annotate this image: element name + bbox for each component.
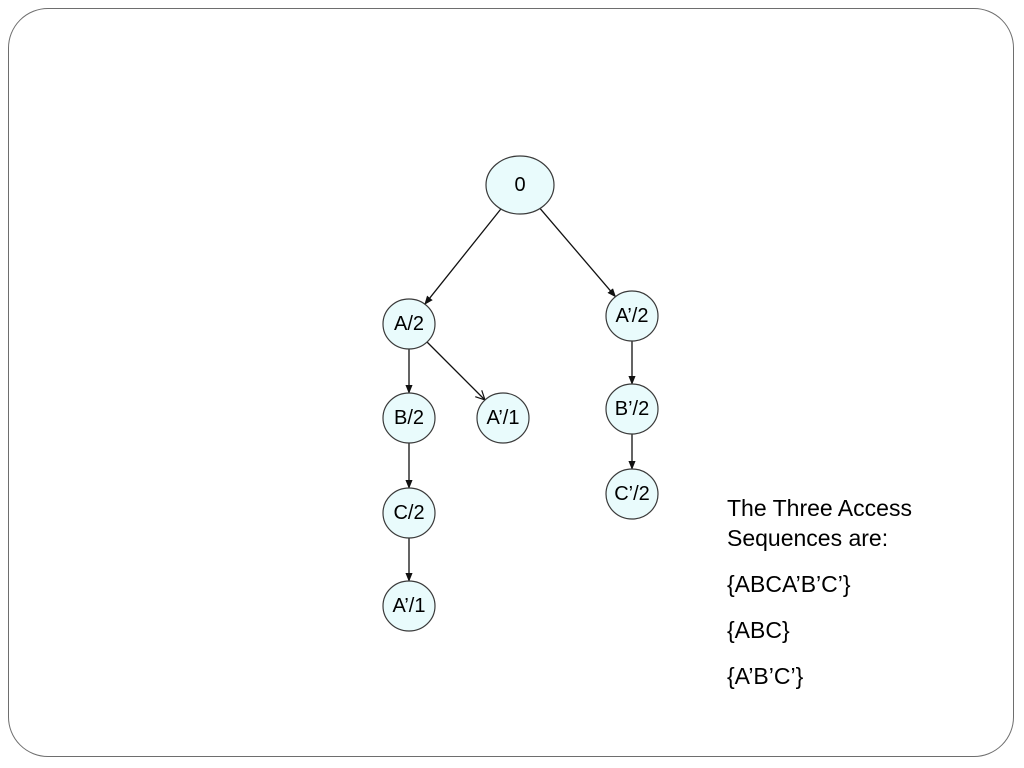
sequences-caption: The Three Access Sequences are: {ABCA’B’… [727,493,1007,691]
node-ellipse-cp2 [605,468,659,520]
node-c2: C/2 [382,487,436,539]
node-bp2: B’/2 [605,383,659,435]
node-label-a2: A/2 [394,313,424,335]
node-label-ap1_left: A’/1 [393,595,426,617]
node-ellipse-bp2 [605,383,659,435]
node-root: 0 [485,155,555,215]
edge-root-to-ap2 [539,208,617,298]
node-label-cp2: C’/2 [614,483,650,505]
node-ap2: A’/2 [605,290,659,342]
slide-frame [8,8,1014,757]
node-label-b2: B/2 [394,407,424,429]
caption-heading-line-2: Sequences are: [727,525,889,551]
node-cp2: C’/2 [605,468,659,520]
sequence-item-3: {A’B’C’} [727,663,804,689]
node-ap1_mid: A’/1 [476,392,530,444]
node-ellipse-b2 [382,392,436,444]
node-label-root: 0 [514,174,525,196]
node-ellipse-ap2 [605,290,659,342]
node-label-c2: C/2 [393,502,424,524]
node-ap1_left: A’/1 [382,580,436,632]
edge-root-to-a2 [424,208,502,305]
caption-heading-line-1: The Three Access [727,495,912,521]
node-ellipse-a2 [382,298,436,350]
node-a2: A/2 [382,298,436,350]
node-label-ap2: A’/2 [616,305,649,327]
node-ellipse-root [485,155,555,215]
node-label-ap1_mid: A’/1 [487,407,520,429]
node-ellipse-c2 [382,487,436,539]
edge-a2-to-ap1_mid [426,341,485,400]
node-b2: B/2 [382,392,436,444]
nodes-layer: 0A/2B/2C/2A’/1A’/1A’/2B’/2C’/2 [382,155,659,632]
node-label-bp2: B’/2 [615,398,649,420]
sequence-item-1: {ABCA’B’C’} [727,571,851,597]
node-ellipse-ap1_mid [476,392,530,444]
sequence-item-2: {ABC} [727,617,790,643]
node-ellipse-ap1_left [382,580,436,632]
edges-layer [405,208,636,582]
